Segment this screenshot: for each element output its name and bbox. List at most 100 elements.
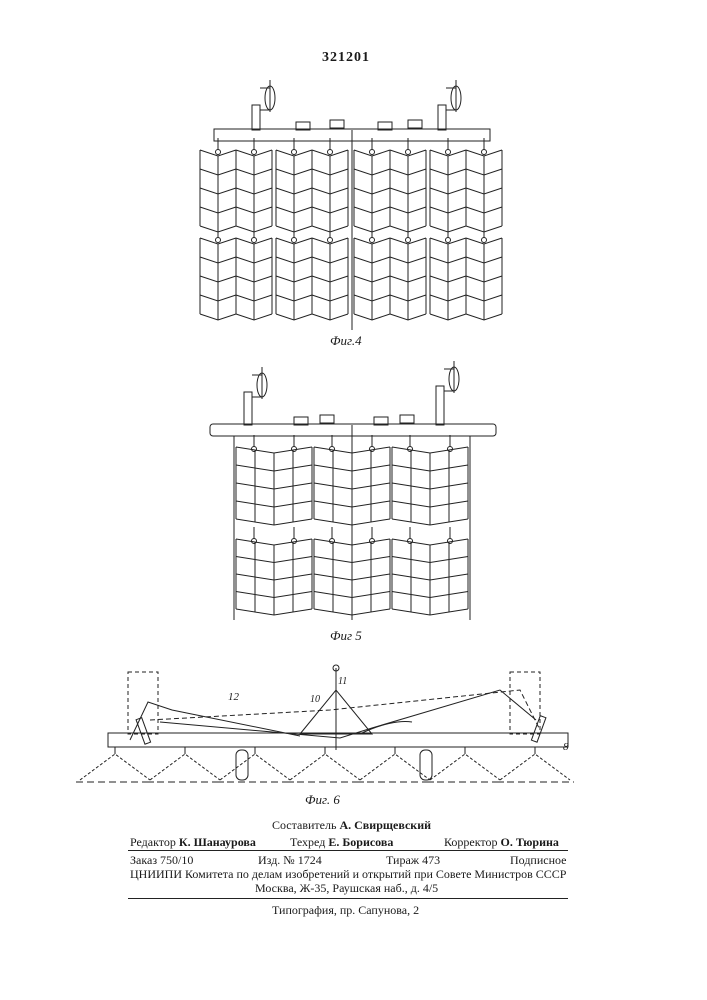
- fig5-hitch-1-1-a-ring: [330, 539, 335, 544]
- fig6-chain-6: [500, 754, 570, 780]
- editor-label: Редактор: [130, 835, 176, 849]
- fig4-bracket-1: [330, 120, 344, 128]
- fig6-frame-beam: [108, 733, 568, 747]
- fig5-section-2-1-row-line: [392, 539, 468, 545]
- fig5-section-0-0-row-line: [236, 447, 312, 453]
- fig4-hitch-2-1-b-ring: [406, 238, 411, 243]
- techred-line: Техред Е. Борисова: [290, 835, 393, 850]
- fig4-hitch-0-0-b-ring: [252, 150, 257, 155]
- fig6-label-8: 8: [563, 741, 569, 753]
- figure-5-caption: Фиг 5: [330, 628, 362, 644]
- patent-number: 321201: [322, 50, 370, 66]
- order-text: Заказ 750/10: [130, 853, 193, 868]
- fig6-right-hook: [531, 716, 546, 742]
- techred-name: Е. Борисова: [328, 835, 393, 849]
- fig5-bracket-1: [320, 415, 334, 423]
- figure-5-drawing: [0, 355, 707, 625]
- fig4-mast-left-post: [252, 105, 260, 130]
- fig5-hitch-2-0-a-ring: [408, 447, 413, 452]
- compiler-line: Составитель А. Свирщевский: [272, 818, 431, 833]
- fig4-section-3-0-a-row-line: [430, 150, 466, 156]
- fig4-section-3-0-b-row-line: [466, 150, 502, 156]
- corrector-name: О. Тюрина: [501, 835, 559, 849]
- fig4-hitch-3-0-a-ring: [446, 150, 451, 155]
- fig5-mast-left-post: [244, 392, 252, 425]
- figure-4-caption: Фиг.4: [330, 333, 362, 349]
- fig6-raised-mast-right: [510, 672, 540, 734]
- fig4-mast-right-post: [438, 105, 446, 130]
- fig5-hitch-1-0-b-ring: [370, 447, 375, 452]
- fig6-label-10: 10: [310, 694, 320, 705]
- edition-text: Изд. № 1724: [258, 853, 322, 868]
- fig6-chain-3: [290, 754, 360, 780]
- fig6-label-11: 11: [338, 676, 347, 687]
- fig4-hitch-3-0-b-ring: [482, 150, 487, 155]
- fig6-wheel-1: [420, 750, 432, 780]
- fig6-cable-main: [160, 690, 536, 738]
- fig5-hitch-2-1-b-ring: [448, 539, 453, 544]
- fig5-hitch-1-0-a-ring: [330, 447, 335, 452]
- compiler-name: А. Свирщевский: [339, 818, 431, 832]
- fig4-hitch-0-1-b-ring: [252, 238, 257, 243]
- circulation-text: Тираж 473: [386, 853, 440, 868]
- fig4-section-2-0-a-row-line: [354, 150, 390, 156]
- fig6-chain-2: [220, 754, 290, 780]
- fig6-chain-0: [80, 754, 150, 780]
- fig4-section-1-1-b-row-line: [312, 238, 348, 244]
- fig4-section-1-0-a-row-line: [276, 150, 312, 156]
- printer-text: Типография, пр. Сапунова, 2: [272, 903, 419, 918]
- fig4-hitch-3-1-a-ring: [446, 238, 451, 243]
- fig4-hitch-1-1-a-ring: [292, 238, 297, 243]
- fig5-hitch-0-0-b-ring: [292, 447, 297, 452]
- fig4-hitch-2-1-a-ring: [370, 238, 375, 243]
- imprint-divider-top: [128, 850, 568, 851]
- fig4-hitch-1-1-b-ring: [328, 238, 333, 243]
- editor-name: К. Шанаурова: [179, 835, 256, 849]
- fig5-hitch-0-1-a-ring: [252, 539, 257, 544]
- fig4-hitch-2-0-a-ring: [370, 150, 375, 155]
- editor-line: Редактор К. Шанаурова: [130, 835, 256, 850]
- fig4-hitch-1-0-a-ring: [292, 150, 297, 155]
- techred-label: Техред: [290, 835, 325, 849]
- fig6-label-12: 12: [228, 691, 240, 703]
- corrector-line: Корректор О. Тюрина: [444, 835, 559, 850]
- fig4-section-0-1-b-row-line: [236, 238, 272, 244]
- fig4-section-0-0-b-row-line: [236, 150, 272, 156]
- fig4-hitch-0-0-a-ring: [216, 150, 221, 155]
- compiler-label: Составитель: [272, 818, 336, 832]
- fig4-section-3-1-b-row-line: [466, 238, 502, 244]
- fig5-hitch-0-0-a-ring: [252, 447, 257, 452]
- institute-text: ЦНИИПИ Комитета по делам изобретений и о…: [130, 867, 566, 882]
- fig4-section-0-0-a-row-line: [200, 150, 236, 156]
- fig5-hitch-2-1-a-ring: [408, 539, 413, 544]
- fig6-chain-5: [430, 754, 500, 780]
- fig4-section-2-0-b-row-line: [390, 150, 426, 156]
- fig4-section-1-0-b-row-line: [312, 150, 348, 156]
- fig4-hitch-1-0-b-ring: [328, 150, 333, 155]
- fig5-frame-beam: [210, 424, 496, 436]
- fig6-wheel-0: [236, 750, 248, 780]
- fig4-section-3-1-a-row-line: [430, 238, 466, 244]
- figure-6-drawing: 11 10 12 8: [0, 650, 707, 800]
- fig4-bracket-3: [408, 120, 422, 128]
- fig4-section-2-1-a-row-line: [354, 238, 390, 244]
- fig6-raised-mast-left: [128, 672, 158, 734]
- fig5-section-0-1-row-line: [236, 539, 312, 545]
- fig6-chain-1: [150, 754, 220, 780]
- figure-6-caption: Фиг. 6: [305, 792, 340, 808]
- imprint-divider-bottom: [128, 898, 568, 899]
- address-text: Москва, Ж-35, Раушская наб., д. 4/5: [255, 881, 438, 896]
- fig5-hitch-2-0-b-ring: [448, 447, 453, 452]
- fig4-section-1-1-a-row-line: [276, 238, 312, 244]
- fig5-hitch-0-1-b-ring: [292, 539, 297, 544]
- fig5-hitch-1-1-b-ring: [370, 539, 375, 544]
- fig4-hitch-2-0-b-ring: [406, 150, 411, 155]
- fig5-bracket-3: [400, 415, 414, 423]
- subscription-text: Подписное: [510, 853, 567, 868]
- fig5-section-2-0-row-line: [392, 447, 468, 453]
- fig4-section-2-1-b-row-line: [390, 238, 426, 244]
- fig4-section-0-1-a-row-line: [200, 238, 236, 244]
- corrector-label: Корректор: [444, 835, 498, 849]
- fig5-mast-right-post: [436, 386, 444, 425]
- fig4-hitch-3-1-b-ring: [482, 238, 487, 243]
